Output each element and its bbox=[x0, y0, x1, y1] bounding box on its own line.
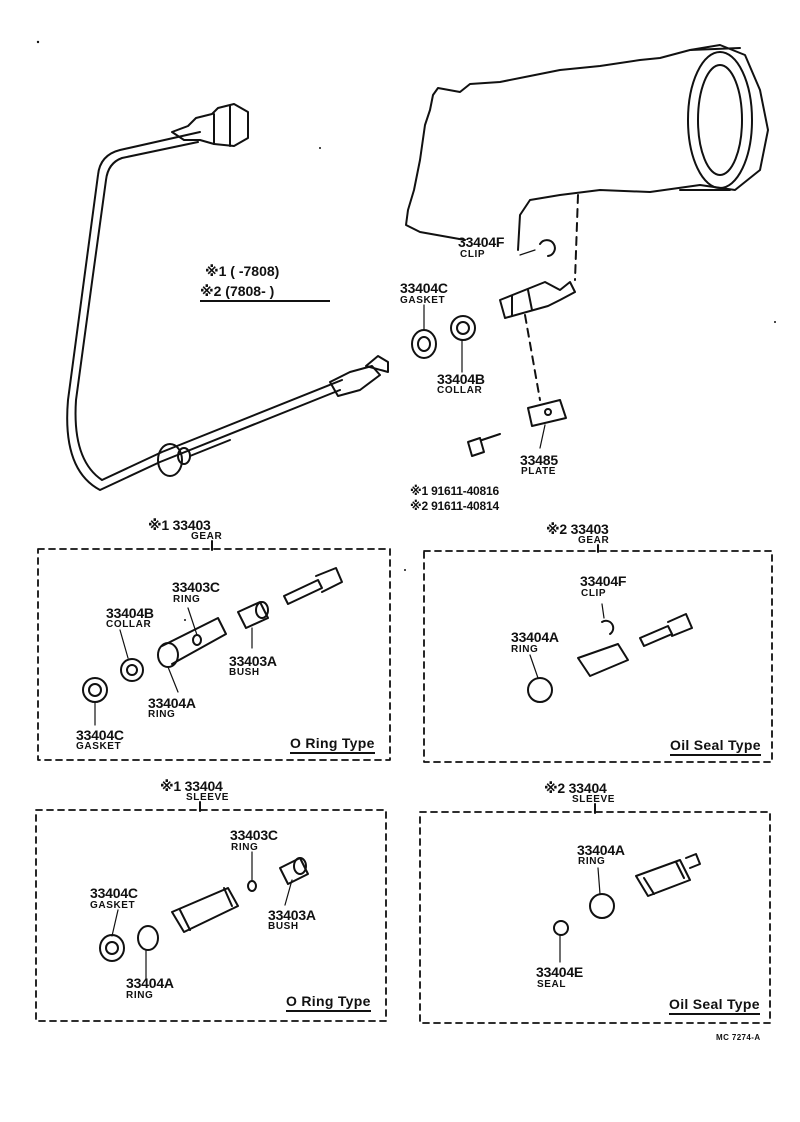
p2-label-33404F: 33404F bbox=[580, 573, 627, 589]
housing-end-ring bbox=[687, 51, 753, 189]
part-33485: 33485 bbox=[520, 452, 558, 468]
p1-collar bbox=[120, 658, 144, 682]
p3-name-gasket: GASKET bbox=[90, 900, 136, 911]
p2-name-clip: CLIP bbox=[581, 588, 607, 599]
panel-sleeve-oring-frame bbox=[35, 809, 387, 1022]
panel-gear-oring-name: GEAR bbox=[191, 531, 223, 542]
p2-gear-shaft bbox=[639, 613, 693, 647]
panel-gear-oilseal-type: Oil Seal Type bbox=[670, 738, 761, 756]
p4-label-33404A: 33404A bbox=[577, 842, 625, 858]
p1-name-ring: RING bbox=[173, 594, 201, 605]
p2-sleeve bbox=[577, 643, 629, 677]
p1-label-33403A: 33403A bbox=[229, 653, 277, 669]
p1-small-ring bbox=[192, 634, 202, 646]
name-clip-main: CLIP bbox=[460, 249, 486, 260]
transmission-housing bbox=[405, 44, 769, 251]
p1-label-33403C: 33403C bbox=[172, 579, 220, 595]
p3-gasket bbox=[99, 934, 125, 962]
p4-sleeve bbox=[635, 859, 691, 897]
panel-sleeve-oilseal-frame bbox=[419, 811, 771, 1024]
p3-name-bush: BUSH bbox=[268, 921, 299, 932]
plate bbox=[527, 399, 567, 427]
p1-name-gasket: GASKET bbox=[76, 741, 122, 752]
collar-main bbox=[450, 315, 476, 341]
panel-gear-oring-frame bbox=[37, 548, 391, 761]
p3-label-33403C: 33403C bbox=[230, 827, 278, 843]
part-33404C-main: 33404C bbox=[400, 280, 448, 296]
part-33404F: 33404F bbox=[458, 234, 505, 250]
p1-label-33404B: 33404B bbox=[106, 605, 154, 621]
p1-bush bbox=[237, 601, 269, 629]
panel-gear-oilseal-name: GEAR bbox=[578, 535, 610, 546]
p4-name-ring: RING bbox=[578, 856, 606, 867]
panel-gear-oring-header: ※1 33403 bbox=[148, 517, 211, 533]
gear-shaft-main bbox=[499, 281, 576, 319]
p3-label-33404C: 33404C bbox=[90, 885, 138, 901]
p2-clip bbox=[601, 619, 615, 635]
p1-label-33404C: 33404C bbox=[76, 727, 124, 743]
panel-sleeve-oilseal-name: SLEEVE bbox=[572, 794, 616, 805]
p3-label-33403A: 33403A bbox=[268, 907, 316, 923]
cable-upper-connector bbox=[171, 103, 249, 147]
part-33404B-main: 33404B bbox=[437, 371, 485, 387]
p4-ring bbox=[589, 893, 615, 919]
speedometer-cable bbox=[66, 131, 341, 491]
bolt-part-1: ※1 91611-40816 bbox=[410, 484, 499, 498]
p1-gasket bbox=[82, 677, 108, 703]
name-collar-main: COLLAR bbox=[437, 385, 483, 396]
clip-main bbox=[539, 239, 556, 257]
note-1: ※1 ( -7808) bbox=[205, 263, 280, 279]
p1-name-collar: COLLAR bbox=[106, 619, 152, 630]
panel-sleeve-oring-header: ※1 33404 bbox=[160, 778, 223, 794]
bolt-part-2: ※2 91611-40814 bbox=[410, 499, 499, 513]
p4-label-33404E: 33404E bbox=[536, 964, 584, 980]
name-gasket-main: GASKET bbox=[400, 295, 446, 306]
panel-gear-oring-type: O Ring Type bbox=[290, 736, 375, 754]
p2-ring bbox=[527, 677, 553, 703]
p1-name-ring-2: RING bbox=[148, 709, 176, 720]
p3-name-ring-2: RING bbox=[126, 990, 154, 1001]
p1-name-bush: BUSH bbox=[229, 667, 260, 678]
reference-code: MC 7274-A bbox=[716, 1033, 761, 1042]
panel-sleeve-oring-name: SLEEVE bbox=[186, 792, 230, 803]
p2-name-ring: RING bbox=[511, 644, 539, 655]
p3-small-ring bbox=[247, 880, 257, 892]
panel-sleeve-oring-type: O Ring Type bbox=[286, 994, 371, 1012]
panel-gear-oilseal-frame bbox=[423, 550, 773, 763]
panel-sleeve-oilseal-type: Oil Seal Type bbox=[669, 997, 760, 1015]
p3-sleeve bbox=[171, 887, 239, 933]
p3-bush bbox=[279, 857, 309, 885]
p1-sleeve bbox=[161, 617, 227, 665]
bolt bbox=[467, 433, 501, 457]
p4-name-seal: SEAL bbox=[537, 979, 567, 990]
p3-ring bbox=[137, 925, 159, 951]
name-plate: PLATE bbox=[521, 466, 557, 477]
panel-sleeve-oilseal-header: ※2 33404 bbox=[544, 780, 607, 796]
gasket-main bbox=[411, 329, 437, 359]
p2-label-33404A: 33404A bbox=[511, 629, 559, 645]
cable-lower-fitting bbox=[157, 443, 183, 477]
note-2: ※2 (7808- ) bbox=[200, 284, 330, 302]
p4-seal bbox=[553, 920, 569, 936]
p1-gear-shaft bbox=[283, 567, 343, 605]
panel-gear-oilseal-header: ※2 33403 bbox=[546, 521, 609, 537]
p3-name-ring: RING bbox=[231, 842, 259, 853]
p1-label-33404A: 33404A bbox=[148, 695, 196, 711]
p3-label-33404A: 33404A bbox=[126, 975, 174, 991]
